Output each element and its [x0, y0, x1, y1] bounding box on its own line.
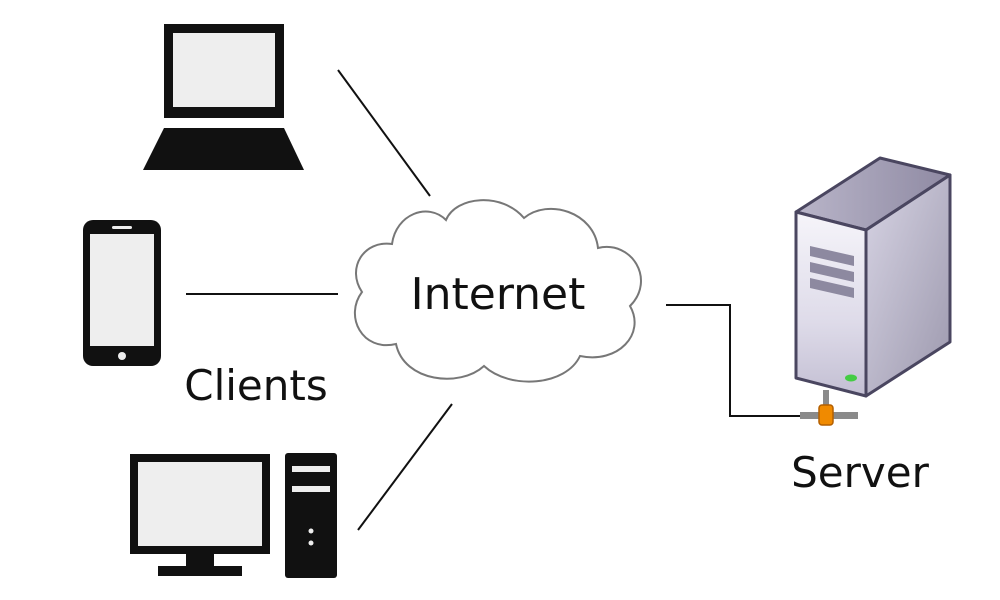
power-led [845, 374, 857, 382]
tower [285, 453, 337, 578]
server-tower-icon [794, 156, 952, 398]
server-connection-line [666, 304, 806, 417]
drive-slot [810, 278, 854, 298]
internet-label: Internet [411, 269, 586, 320]
drive-slot [810, 246, 854, 266]
drive-slot [810, 262, 854, 282]
desktop-computer-icon [130, 453, 337, 578]
smartphone-icon [83, 220, 161, 366]
connections [186, 69, 806, 531]
laptop-icon [143, 24, 304, 170]
network-connector-icon [800, 390, 858, 426]
laptop-connection-line [337, 69, 431, 197]
clients-label: Clients [184, 361, 327, 410]
cloud-icon [353, 199, 642, 383]
server-front [794, 210, 868, 398]
desktop-connection-line [357, 403, 453, 531]
server-label: Server [791, 448, 929, 497]
